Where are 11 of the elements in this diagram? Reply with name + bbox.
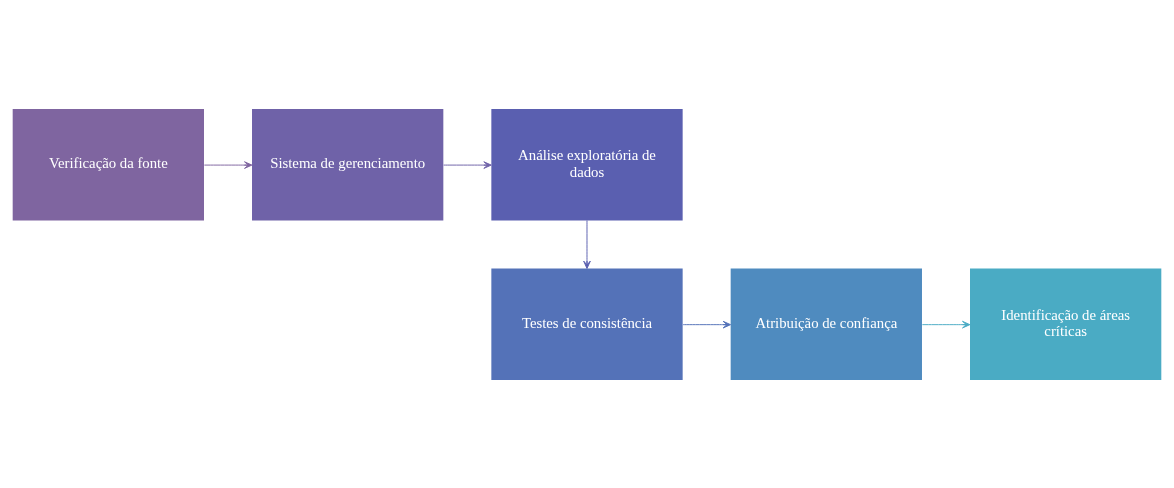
arrow: [443, 160, 492, 169]
node-box: Verificação da fonte: [12, 108, 204, 220]
node-box: Testes de consistência: [491, 268, 683, 380]
node-box: Análise exploratória de dados: [491, 108, 683, 220]
node-box: Atribuição de confiança: [730, 268, 922, 380]
arrow: [682, 320, 731, 328]
arrow: [583, 219, 591, 269]
node-box: Sistema de gerenciamento: [252, 108, 444, 220]
node-box: Identificação de áreas críticas: [970, 268, 1162, 380]
arrow: [203, 160, 253, 169]
arrow: [921, 320, 971, 328]
